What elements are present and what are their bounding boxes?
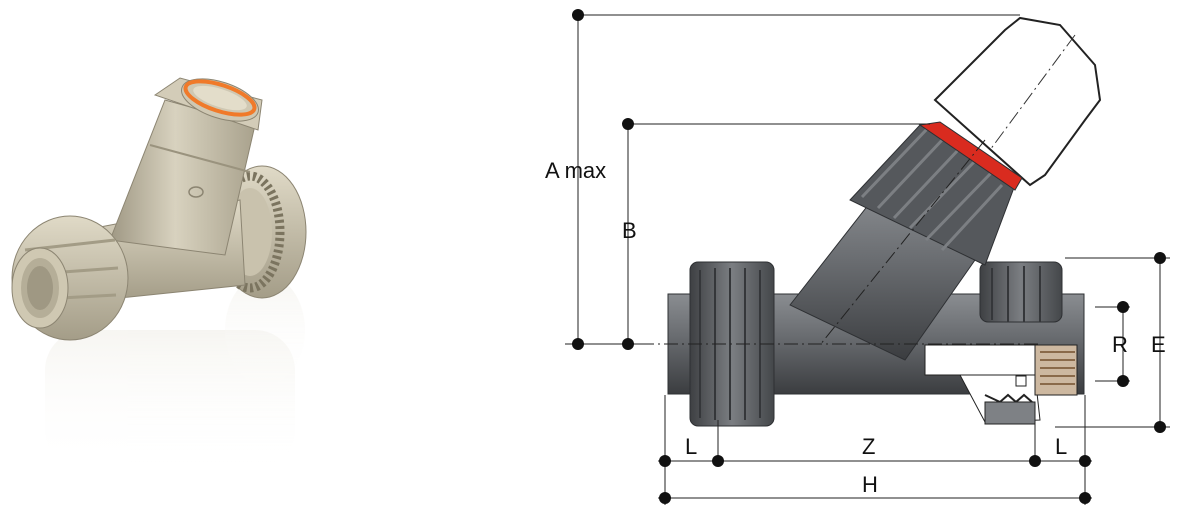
dim-label-l-left: L xyxy=(685,434,697,459)
valve-drawing: A max B R E L Z L H xyxy=(545,9,1170,505)
dim-label-h: H xyxy=(862,472,878,497)
dimension-lines xyxy=(565,14,1170,505)
dim-label-a-max: A max xyxy=(545,158,606,183)
valve-photo xyxy=(11,77,307,470)
bonnet-removed-outline xyxy=(933,16,1102,187)
valve-body xyxy=(94,77,263,301)
dim-label-b: B xyxy=(622,218,637,243)
dim-label-r: R xyxy=(1112,332,1128,357)
dim-label-l-right: L xyxy=(1055,434,1067,459)
dimension-markers xyxy=(572,9,1166,504)
valve-reflection xyxy=(45,275,305,470)
dim-label-e: E xyxy=(1151,332,1166,357)
valve-cutaway xyxy=(924,344,1078,425)
left-union-nut xyxy=(11,215,129,341)
dim-label-z: Z xyxy=(862,434,875,459)
